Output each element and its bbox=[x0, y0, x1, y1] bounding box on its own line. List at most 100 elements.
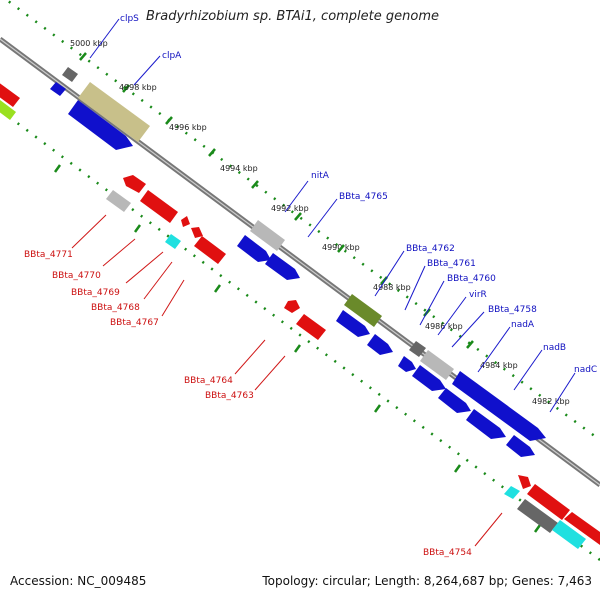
gene-BBta_4768[interactable] bbox=[181, 216, 190, 227]
scale-tick bbox=[122, 84, 130, 93]
gene-label-nitA[interactable]: nitA bbox=[311, 171, 330, 181]
gene-label-BBta_4758[interactable]: BBta_4758 bbox=[488, 305, 537, 315]
inner-scale-ticks bbox=[53, 164, 542, 533]
reverse-label-leaders bbox=[71, 214, 503, 547]
gene-label-BBta_4762[interactable]: BBta_4762 bbox=[406, 244, 455, 254]
gene-label-clpA[interactable]: clpA bbox=[162, 51, 182, 61]
leader-line bbox=[374, 250, 405, 297]
gene-red-small-4754[interactable] bbox=[518, 475, 531, 489]
scale-tick bbox=[213, 284, 222, 293]
gene-label-BBta_4767[interactable]: BBta_4767 bbox=[110, 318, 159, 328]
gene-label-BBta_4769[interactable]: BBta_4769 bbox=[71, 288, 120, 298]
gene-BBta_4769[interactable] bbox=[165, 234, 181, 249]
genome-summary-text: Topology: circular; Length: 8,264,687 bp… bbox=[262, 574, 592, 588]
gene-BBta_4762[interactable] bbox=[344, 294, 382, 327]
genome-title: Bradyrhizobium sp. BTAi1, complete genom… bbox=[146, 9, 440, 24]
gene-gray-4771[interactable] bbox=[106, 190, 131, 212]
leader-line bbox=[477, 326, 511, 373]
gene-clpA[interactable] bbox=[78, 82, 150, 142]
gene-clpS[interactable] bbox=[62, 67, 78, 82]
gene-label-BBta_4768[interactable]: BBta_4768 bbox=[91, 303, 140, 313]
scale-label-4994: 4994 kbp bbox=[220, 164, 258, 173]
scale-tick bbox=[165, 116, 173, 125]
leader-line bbox=[133, 55, 161, 86]
gene-red-edge[interactable] bbox=[0, 76, 20, 107]
scale-label-4996: 4996 kbp bbox=[169, 123, 207, 132]
leader-line bbox=[125, 251, 164, 284]
scale-tick bbox=[53, 164, 62, 173]
scale-label-4982: 4982 kbp bbox=[532, 397, 570, 406]
leader-line bbox=[474, 512, 503, 547]
outer-scale-ruler bbox=[4, 0, 600, 442]
forward-strand-genes bbox=[0, 67, 546, 457]
gene-cyan-4754[interactable] bbox=[504, 486, 520, 499]
gene-nadC[interactable] bbox=[506, 435, 535, 457]
gene-label-virR[interactable]: virR bbox=[469, 290, 487, 300]
gene-blue-nitA[interactable] bbox=[237, 235, 271, 262]
gene-label-BBta_4764[interactable]: BBta_4764 bbox=[184, 376, 233, 386]
scale-tick bbox=[466, 340, 474, 349]
leader-line bbox=[254, 355, 286, 391]
gene-blue-nadA[interactable] bbox=[412, 365, 446, 391]
inner-scale-ruler bbox=[0, 109, 600, 561]
leader-line bbox=[437, 296, 467, 336]
gene-label-BBta_4765[interactable]: BBta_4765 bbox=[339, 192, 388, 202]
gene-label-BBta_4754[interactable]: BBta_4754 bbox=[423, 548, 472, 558]
scale-label-4992: 4992 kbp bbox=[271, 204, 309, 213]
gene-BBta_4764[interactable] bbox=[284, 300, 300, 313]
gene-blue-4761[interactable] bbox=[336, 310, 370, 337]
scale-label-4998: 4998 kbp bbox=[119, 83, 157, 92]
reverse-strand-genes bbox=[106, 175, 600, 549]
gene-blue-4765[interactable] bbox=[265, 253, 300, 280]
gene-gray-4758[interactable] bbox=[420, 350, 454, 380]
gene-label-nadB[interactable]: nadB bbox=[543, 343, 566, 353]
scale-label-5000: 5000 kbp bbox=[70, 39, 108, 48]
gene-BBta_4754[interactable] bbox=[517, 499, 558, 533]
gene-label-BBta_4761[interactable]: BBta_4761 bbox=[427, 259, 476, 269]
leader-line bbox=[513, 349, 543, 391]
gene-label-clpS[interactable]: clpS bbox=[120, 14, 139, 24]
scale-ticks: 5000 kbp 4998 kbp 4996 kbp 4994 kbp 4992… bbox=[70, 39, 570, 406]
gene-small-blue[interactable] bbox=[50, 82, 66, 96]
gene-blue-virR[interactable] bbox=[398, 356, 416, 372]
leader-line bbox=[71, 214, 107, 249]
gene-nadB[interactable] bbox=[452, 371, 546, 441]
scale-label-4988: 4988 kbp bbox=[373, 283, 411, 292]
gene-label-nadC[interactable]: nadC bbox=[574, 365, 597, 375]
gene-label-nadA[interactable]: nadA bbox=[511, 320, 535, 330]
forward-label-leaders bbox=[89, 18, 576, 413]
gene-label-BBta_4770[interactable]: BBta_4770 bbox=[52, 271, 101, 281]
scale-tick bbox=[373, 404, 382, 413]
scale-tick bbox=[293, 344, 302, 353]
gene-blue-clpA-strand[interactable] bbox=[68, 100, 133, 150]
gene-BBta_4770[interactable] bbox=[140, 190, 178, 223]
gene-darkgray-4758[interactable] bbox=[409, 341, 426, 357]
leader-line bbox=[284, 180, 309, 213]
leader-line bbox=[404, 265, 426, 311]
gene-red-edge-right[interactable] bbox=[564, 512, 600, 545]
gene-label-BBta_4760[interactable]: BBta_4760 bbox=[447, 274, 496, 284]
gene-lime-edge[interactable] bbox=[0, 94, 16, 120]
gene-label-BBta_4771[interactable]: BBta_4771 bbox=[24, 250, 73, 260]
leader-line bbox=[549, 372, 576, 413]
gene-blue-4760[interactable] bbox=[367, 334, 393, 355]
gene-blue-small-1[interactable] bbox=[438, 388, 471, 413]
gene-blue-small-2[interactable] bbox=[466, 409, 506, 439]
leader-line bbox=[451, 311, 485, 348]
gene-red-4767[interactable] bbox=[194, 236, 226, 264]
scale-label-4984: 4984 kbp bbox=[480, 361, 518, 370]
gene-label-BBta_4763[interactable]: BBta_4763 bbox=[205, 391, 254, 401]
scale-tick bbox=[453, 464, 462, 473]
gene-BBta_4767[interactable] bbox=[191, 227, 203, 238]
gene-red-4771[interactable] bbox=[123, 175, 146, 193]
gene-cyan-edge-right[interactable] bbox=[552, 520, 586, 549]
accession-text: Accession: NC_009485 bbox=[10, 574, 147, 588]
leader-line bbox=[89, 18, 120, 59]
gene-red-4754[interactable] bbox=[527, 484, 570, 520]
gene-nitA[interactable] bbox=[250, 220, 285, 251]
scale-tick bbox=[79, 52, 87, 61]
gene-BBta_4763[interactable] bbox=[296, 314, 326, 340]
reverse-gene-labels: BBta_4771 BBta_4770 BBta_4769 BBta_4768 … bbox=[24, 250, 472, 558]
